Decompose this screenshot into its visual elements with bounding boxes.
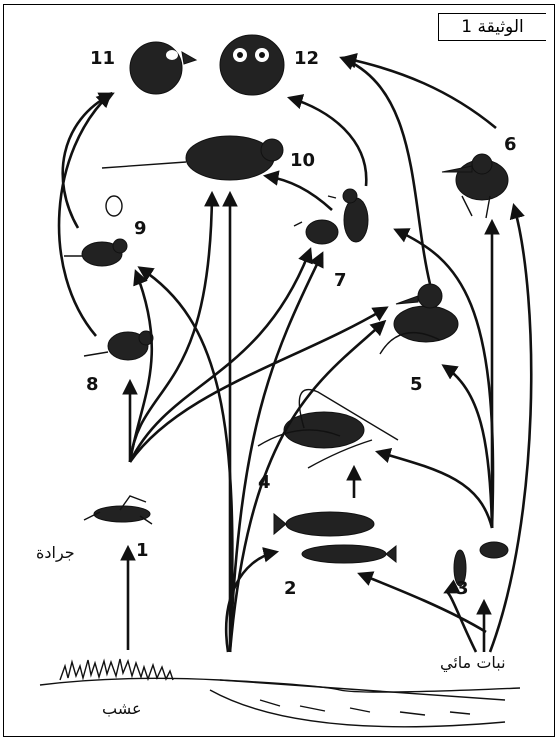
label-1: 1: [136, 540, 149, 561]
organism-10-rat-icon: [102, 136, 283, 180]
arrow-7-to-10: [266, 176, 332, 210]
organism-6-kingfisher-icon: [442, 154, 508, 218]
arrow-5-to-12: [342, 58, 430, 284]
organism-12-owl-icon: [220, 35, 284, 95]
grass-illustration: [60, 659, 173, 680]
label-9: 9: [134, 218, 147, 239]
label-5: 5: [410, 374, 423, 395]
organism-2-fish-icon: [274, 512, 396, 563]
organism-11-hawk-icon: [130, 42, 196, 94]
organism-4-pelican-icon: [258, 390, 398, 468]
organism-7-small-birds-icon: [294, 189, 368, 244]
organism-9-mouse-icon: [64, 196, 127, 266]
label-8: 8: [86, 374, 99, 395]
arrow-grass-to-9: [140, 268, 232, 652]
label-grasshopper: جرادة: [36, 543, 75, 563]
label-3: 3: [456, 578, 469, 599]
arrow-3-to-5: [444, 366, 492, 528]
label-aquatic-plant: نبات مائي: [440, 653, 506, 673]
label-12: 12: [294, 48, 319, 69]
label-7: 7: [334, 270, 347, 291]
arrow-6-to-12: [344, 58, 496, 128]
arrow-aquatic-to-6: [490, 206, 531, 652]
label-11: 11: [90, 48, 115, 69]
label-2: 2: [284, 578, 297, 599]
organism-1-grasshopper-icon: [84, 496, 152, 524]
arrow-grass-to-5: [230, 322, 384, 652]
label-6: 6: [504, 134, 517, 155]
arrow-3-to-4: [378, 452, 492, 528]
arrow-aquatic-to-2: [446, 592, 476, 652]
organism-5-duck-icon: [380, 284, 458, 354]
label-4: 4: [258, 472, 271, 493]
label-10: 10: [290, 150, 315, 171]
label-grass: عشب: [102, 699, 142, 718]
arrow-7-to-12: [290, 98, 366, 186]
arrow-8-to-11: [59, 94, 110, 336]
